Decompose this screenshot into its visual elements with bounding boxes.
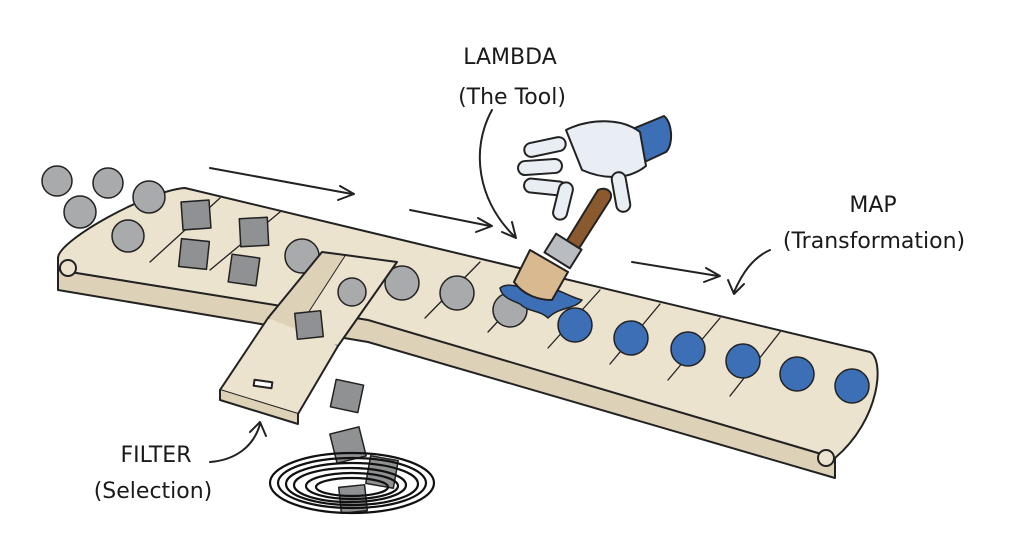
roller-right	[817, 449, 835, 467]
roller-left	[59, 259, 77, 277]
map-subtitle: (Transformation)	[783, 229, 965, 254]
filter-chute	[219, 251, 398, 425]
filter-title: FILTER	[121, 443, 192, 468]
map-title: MAP	[849, 193, 896, 218]
transformed-balls	[557, 307, 870, 404]
motion-arrows	[209, 167, 721, 283]
robot-hand	[517, 115, 672, 221]
label-pointers	[209, 109, 771, 463]
lambda-subtitle: (The Tool)	[458, 85, 566, 110]
square-items	[177, 199, 270, 287]
paintbrush	[513, 187, 612, 301]
conveyor-belt	[57, 187, 879, 459]
incoming-items	[41, 165, 166, 253]
filter-subtitle: (Selection)	[94, 479, 213, 504]
lambda-title: LAMBDA	[463, 45, 557, 70]
discard-pit	[268, 451, 436, 515]
